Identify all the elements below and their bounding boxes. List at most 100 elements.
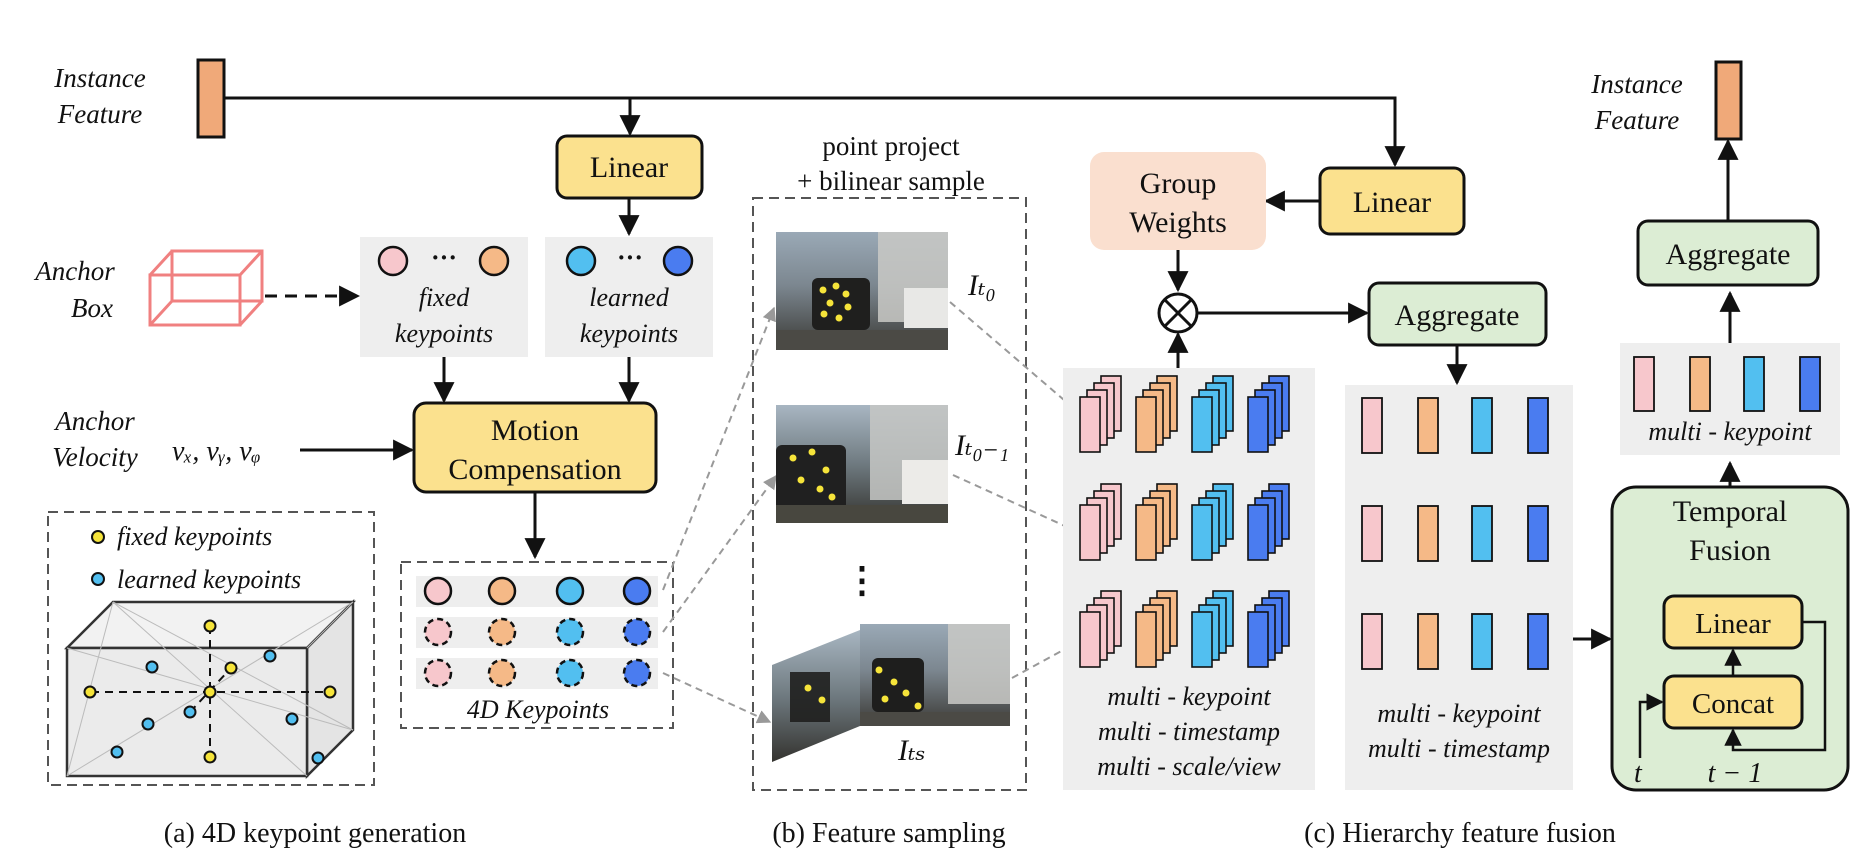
caption-b: (b) Feature sampling	[772, 818, 1005, 849]
output-instance-feature-vector	[1714, 60, 1743, 141]
4d-keypoint-grid	[423, 576, 652, 688]
aggregated-caption: multi - timestamp	[1368, 734, 1550, 763]
projected-keypoint	[832, 282, 840, 290]
aggregate-block-label: Aggregate	[1666, 238, 1791, 271]
group-weights-label: Weights	[1129, 206, 1227, 239]
projection-arrow	[662, 306, 776, 591]
projected-keypoint	[808, 448, 816, 456]
projected-keypoints	[789, 282, 922, 710]
frames-ellipsis: ⋮	[844, 560, 880, 600]
aggregate-block-label: Aggregate	[1395, 299, 1520, 332]
aggregated-feature-bar	[1471, 505, 1493, 562]
learned-keypoint-dot	[285, 712, 299, 726]
keypoint-circle	[555, 658, 585, 688]
aggregated-feature-bar	[1527, 397, 1549, 454]
final-feature-bar	[1743, 356, 1765, 412]
aggregated-feature-bar	[1361, 613, 1383, 670]
final-feature-bar	[1633, 356, 1655, 412]
linear-block-label: Linear	[1353, 186, 1431, 219]
projected-keypoint	[828, 493, 836, 501]
feature-block	[1247, 504, 1269, 561]
velocity-symbols: vₓ, vᵧ, vᵩ	[172, 436, 260, 467]
cuboid-keypoints	[83, 619, 337, 765]
fixed-keypoint-circle	[478, 245, 510, 277]
caption-a: (a) 4D keypoint generation	[164, 818, 466, 849]
fixed-keypoint-dot	[203, 619, 217, 633]
feature-block	[1191, 504, 1213, 561]
final-feature-bar	[1799, 356, 1821, 412]
learned-keypoint-circle	[662, 245, 694, 277]
frame-label-t0: Iₜ₀	[967, 269, 996, 302]
fixed-keypoint-dot	[83, 685, 97, 699]
caption-c: (c) Hierarchy feature fusion	[1304, 818, 1616, 849]
feature-sampling-panel	[752, 197, 1027, 791]
aggregated-feature-bar	[1417, 505, 1439, 562]
keypoint-circle	[487, 658, 517, 688]
learned-keypoint-dot	[183, 705, 197, 719]
linear-block-label: Linear	[590, 151, 668, 184]
instance-feature-connector	[224, 96, 1406, 168]
aggregated-feature-bars	[1361, 397, 1549, 670]
keypoint-circle	[622, 658, 652, 688]
fixed-keypoint-dot	[203, 685, 217, 699]
anchor-velocity-label: Velocity	[52, 442, 137, 472]
feature-block	[1135, 611, 1157, 668]
keypoint-circle	[423, 658, 453, 688]
learned-keypoint-circle	[565, 245, 597, 277]
output-instance-feature-label: Instance	[1590, 69, 1682, 99]
temporal-fusion-label: Fusion	[1689, 534, 1771, 567]
keypoint-circle	[555, 576, 585, 606]
projected-keypoint	[844, 303, 852, 311]
group-weights-label: Group	[1140, 167, 1217, 200]
aggregated-feature-bar	[1527, 613, 1549, 670]
aggregated-caption: multi - keypoint	[1377, 699, 1541, 728]
sampling-arrow	[949, 301, 1080, 413]
projected-keypoint	[789, 454, 797, 462]
fixed-keypoint-circle	[377, 245, 409, 277]
t-input-arrow	[1638, 693, 1664, 758]
projected-keypoint	[875, 666, 883, 674]
sampling-header: point project	[822, 131, 960, 161]
4d-keypoints-row	[416, 617, 658, 648]
motion-compensation-label: Motion	[491, 414, 579, 447]
final-feature-bar	[1689, 356, 1711, 412]
sampling-arrow	[952, 474, 1080, 534]
feature-block	[1191, 396, 1213, 453]
recurrent-loop-arrow	[1724, 620, 1827, 752]
linear-block-label: Linear	[1695, 608, 1771, 640]
projected-keypoint	[890, 678, 898, 686]
fixed-keypoint-dot	[224, 661, 238, 675]
multiply-operator	[1163, 298, 1193, 328]
aggregated-feature-bar	[1361, 397, 1383, 454]
keypoint-circle	[423, 576, 453, 606]
feature-block	[1079, 504, 1101, 561]
group-weights-block	[1090, 152, 1266, 250]
fixed-keypoints-label: fixed	[419, 283, 471, 312]
frame-label-ts: Iₜₛ	[897, 734, 926, 767]
aggregated-feature-bar	[1417, 613, 1439, 670]
projected-keypoint	[826, 299, 834, 307]
aggregated-feature-bar	[1417, 397, 1439, 454]
4d-keypoints-label: 4D Keypoints	[467, 695, 609, 724]
projection-arrow	[662, 474, 777, 633]
keypoint-circle	[487, 617, 517, 647]
learned-keypoint-dot	[145, 660, 159, 674]
camera-frame-t0-minus-1	[776, 405, 948, 523]
projected-keypoint	[818, 696, 826, 704]
anchor-box-label: Box	[71, 293, 113, 323]
learned-keypoint-dot	[141, 717, 155, 731]
learned-keypoint-dot	[311, 751, 325, 765]
learned-keypoints-label: keypoints	[580, 319, 678, 348]
learned-keypoint-dot	[263, 649, 277, 663]
feature-block	[1135, 504, 1157, 561]
projected-keypoint	[835, 314, 843, 322]
keypoint-circle	[622, 576, 652, 606]
camera-frame-t0	[776, 232, 948, 350]
fixed-keypoint-dot	[203, 750, 217, 764]
final-feature-bars	[1633, 356, 1821, 412]
projected-keypoint	[819, 286, 827, 294]
aggregated-feature-bar	[1527, 505, 1549, 562]
anchor-velocity-label: Anchor	[53, 406, 135, 436]
fixed-keypoints-label: keypoints	[395, 319, 493, 348]
